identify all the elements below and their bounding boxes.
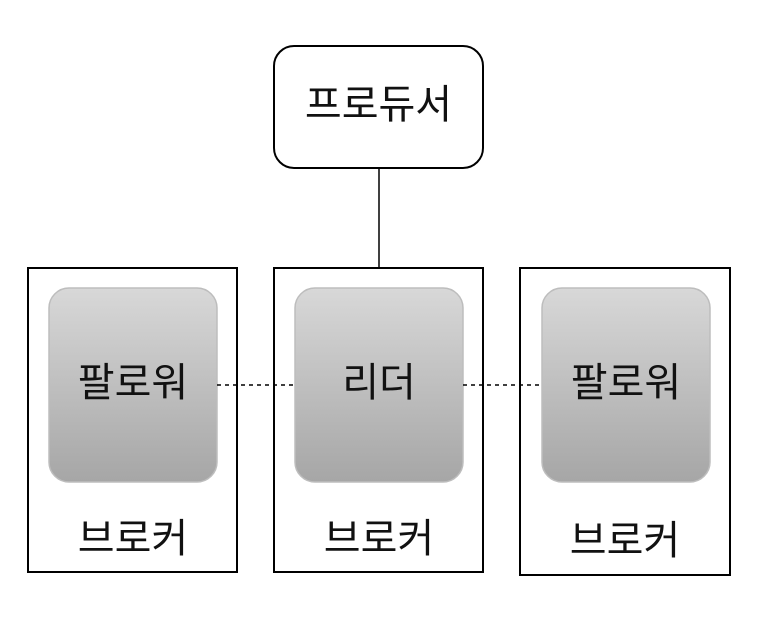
broker-3-label: 브로커	[570, 518, 680, 564]
broker-3-replica-label: 팔로워	[571, 360, 681, 406]
broker-2: 리더 브로커	[273, 267, 484, 573]
producer-node: 프로듀서	[273, 45, 484, 169]
broker-3: 팔로워 브로커	[519, 267, 731, 576]
broker-1: 팔로워 브로커	[27, 267, 238, 573]
broker-2-replica-label: 리더	[342, 360, 416, 406]
broker-1-replica-label: 팔로워	[78, 360, 188, 406]
broker-3-follower-replica	[541, 287, 711, 483]
broker-2-label: 브로커	[324, 516, 434, 562]
broker-1-label: 브로커	[78, 516, 188, 562]
producer-label: 프로듀서	[305, 82, 452, 128]
